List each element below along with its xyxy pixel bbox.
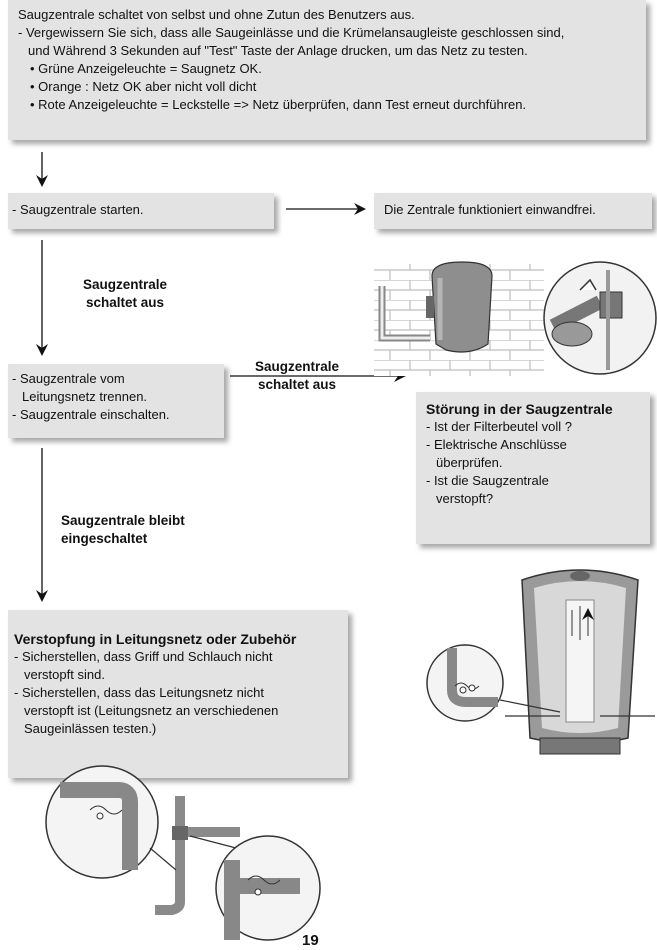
disconnect-line: - Saugzentrale vom [12, 371, 125, 386]
start-text: - Saugzentrale starten. [12, 202, 144, 217]
instruction-line: und Während 3 Sekunden auf "Test" Taste … [28, 43, 528, 58]
fault-item: überprüfen. [436, 455, 503, 470]
wall-unit-illustration [374, 261, 544, 376]
label-switches-off-2: Saugzentrale schaltet aus [232, 358, 362, 394]
label-line: Saugzentrale [82, 277, 168, 292]
blockage-item: verstopft sind. [24, 667, 105, 682]
fault-item: verstopft? [436, 491, 494, 506]
disconnect-box: - Saugzentrale vom Leitungsnetz trennen.… [8, 364, 224, 438]
inlet-detail-illustration [543, 261, 657, 375]
blockage-title: Verstopfung in Leitungsnetz oder Zubehör [14, 631, 297, 647]
fault-item: - Ist die Saugzentrale [426, 473, 549, 488]
fault-item: - Ist der Filterbeutel voll ? [426, 419, 572, 434]
disconnect-line: Leitungsnetz trennen. [22, 389, 148, 404]
label-line: schaltet aus [257, 377, 337, 392]
label-line: schaltet aus [85, 295, 165, 310]
bullet-green: • Grüne Anzeigeleuchte = Saugnetz OK. [30, 61, 262, 76]
blockage-item: Saugeinlässen testen.) [24, 721, 157, 736]
fault-box: Störung in der Saugzentrale - Ist der Fi… [416, 392, 650, 544]
label-line: Saugzentrale [254, 359, 340, 374]
instruction-line: Saugzentrale schaltet von selbst und ohn… [18, 7, 415, 22]
central-unit-illustration [505, 569, 655, 755]
blockage-box: Verstopfung in Leitungsnetz oder Zubehör… [8, 610, 348, 778]
clog-detail-illustration [426, 644, 561, 722]
blockage-item: - Sicherstellen, dass das Leitungsnetz n… [14, 685, 265, 700]
ok-text: Die Zentrale funktioniert einwandfrei. [384, 202, 596, 217]
fault-title: Störung in der Saugzentrale [426, 401, 613, 417]
pipe-network-illustration [45, 765, 321, 941]
ok-box: Die Zentrale funktioniert einwandfrei. [374, 193, 652, 229]
fault-item: - Elektrische Anschlüsse [426, 437, 567, 452]
label-switches-off: Saugzentrale schaltet aus [60, 276, 190, 312]
instruction-line: - Vergewissern Sie sich, dass alle Sauge… [18, 25, 565, 40]
label-line: Saugzentrale bleibt [61, 513, 185, 528]
disconnect-line: - Saugzentrale einschalten. [12, 407, 170, 422]
start-box: - Saugzentrale starten. [8, 193, 274, 229]
page-number: 19 [302, 932, 319, 949]
bullet-red: • Rote Anzeigeleuchte = Leckstelle => Ne… [30, 97, 527, 112]
bullet-orange: • Orange : Netz OK aber nicht voll dicht [30, 79, 257, 94]
label-line: eingeschaltet [61, 531, 148, 546]
blockage-item: - Sicherstellen, dass Griff und Schlauch… [14, 649, 273, 664]
instruction-box: Saugzentrale schaltet von selbst und ohn… [8, 0, 646, 140]
label-stays-on: Saugzentrale bleibt eingeschaltet [61, 512, 241, 548]
blockage-item: verstopft ist (Leitungsnetz an verschied… [24, 703, 279, 718]
